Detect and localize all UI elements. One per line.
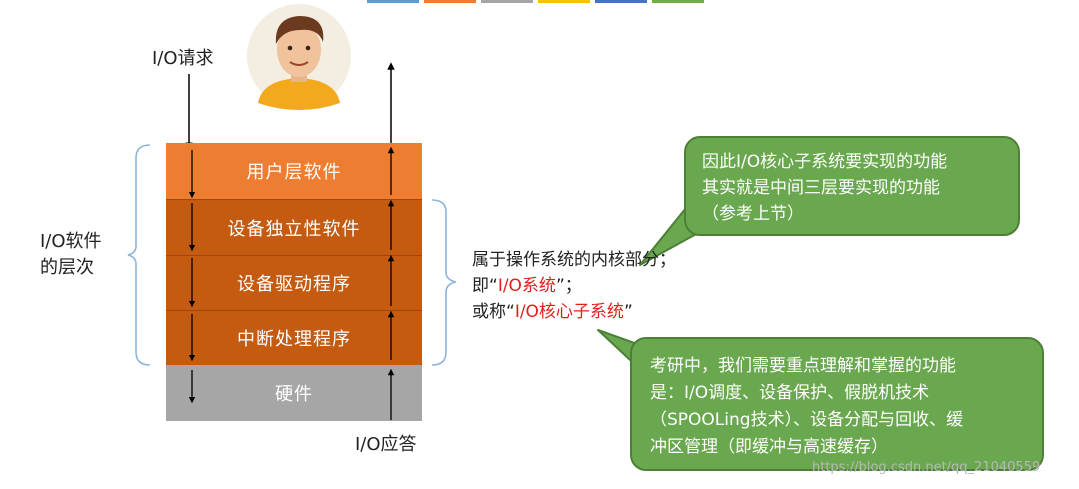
bubble-bottom-line1: 考研中，我们需要重点理解和掌握的功能 [650,356,956,376]
kernel-note-line2-suffix: ”； [555,276,582,296]
io-system-term: I/O系统 [497,276,556,296]
swatch-6 [652,0,704,3]
swatch-5 [595,0,647,3]
io-software-levels-line1: I/O软件 [40,231,102,252]
io-core-subsystem-term: I/O核心子系统 [514,302,624,322]
swatch-1 [367,0,419,3]
layer-device-independent-software: 设备独立性软件 [166,199,422,255]
kernel-note-line3-prefix: 或称“ [472,302,515,322]
layer-label: 设备独立性软件 [227,218,361,240]
left-brace [127,144,151,366]
io-software-levels-label: I/O软件 的层次 [40,229,102,281]
watermark: https://blog.csdn.net/qq_21040559 [812,460,1041,475]
bubble-bottom-line3: （SPOOLing技术）、设备分配与回收、缓 [650,410,964,430]
swatch-3 [481,0,533,3]
bubble-top-line2: 其实就是中间三层要实现的功能 [702,178,940,198]
layer-interrupt-handler: 中断处理程序 [166,310,422,365]
layer-label: 用户层软件 [246,162,342,183]
layer-label: 中断处理程序 [237,329,351,350]
layer-user-software: 用户层软件 [166,143,422,199]
person-avatar-icon [247,4,351,110]
layer-label: 硬件 [275,384,313,405]
bubble-top: 因此I/O核心子系统要实现的功能 其实就是中间三层要实现的功能 （参考上节） [684,136,1020,236]
kernel-note-line3: 或称“I/O核心子系统” [472,299,676,325]
right-brace [431,199,457,366]
bubble-bottom: 考研中，我们需要重点理解和掌握的功能 是：I/O调度、设备保护、假脱机技术 （S… [630,337,1044,471]
io-request-label: I/O请求 [152,48,214,69]
bubble-top-line3: （参考上节） [702,204,804,224]
kernel-note: 属于操作系统的内核部分； 即“I/O系统”； 或称“I/O核心子系统” [472,247,676,325]
kernel-note-line2: 即“I/O系统”； [472,273,676,299]
swatch-4 [538,0,590,3]
bubble-top-line1: 因此I/O核心子系统要实现的功能 [702,152,948,172]
io-software-levels-line2: 的层次 [40,257,94,278]
swatch-2 [424,0,476,3]
bubble-bottom-line4: 冲区管理（即缓冲与高速缓存） [650,437,888,457]
bubble-bottom-line2: 是：I/O调度、设备保护、假脱机技术 [650,383,930,403]
layer-label: 设备驱动程序 [237,274,351,295]
kernel-note-line2-prefix: 即“ [472,276,498,296]
io-response-label: I/O应答 [355,434,417,455]
layer-hardware: 硬件 [166,365,422,421]
kernel-note-line1: 属于操作系统的内核部分； [472,250,676,270]
kernel-note-line3-suffix: ” [623,302,633,322]
layer-device-driver: 设备驱动程序 [166,255,422,310]
